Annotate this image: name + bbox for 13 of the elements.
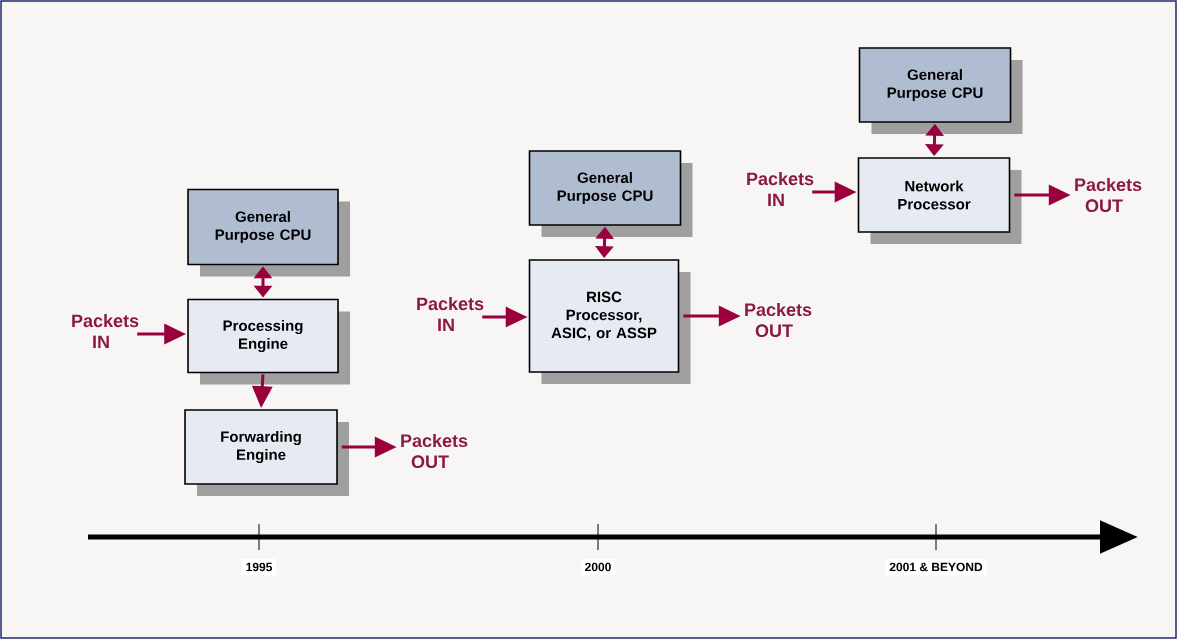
packets-label: Packets IN bbox=[72, 313, 139, 348]
packets-label: Packets IN bbox=[747, 171, 814, 206]
processor-box: Forwarding Engine bbox=[184, 409, 349, 496]
processor-box: Processing Engine bbox=[187, 298, 350, 385]
cpu-box: General Purpose CPU bbox=[187, 188, 350, 277]
processor-box: RISC Processor, ASIC, or ASSP bbox=[528, 259, 691, 384]
packets-label: Packets OUT bbox=[1075, 177, 1142, 213]
cpu-box: General Purpose CPU bbox=[858, 47, 1023, 134]
packets-label: Packets OUT bbox=[745, 302, 812, 338]
processor-box: Network Processor bbox=[857, 157, 1022, 244]
packets-label: Packets OUT bbox=[401, 433, 468, 469]
packets-label: Packets IN bbox=[417, 296, 484, 331]
cpu-box: General Purpose CPU bbox=[528, 150, 693, 237]
